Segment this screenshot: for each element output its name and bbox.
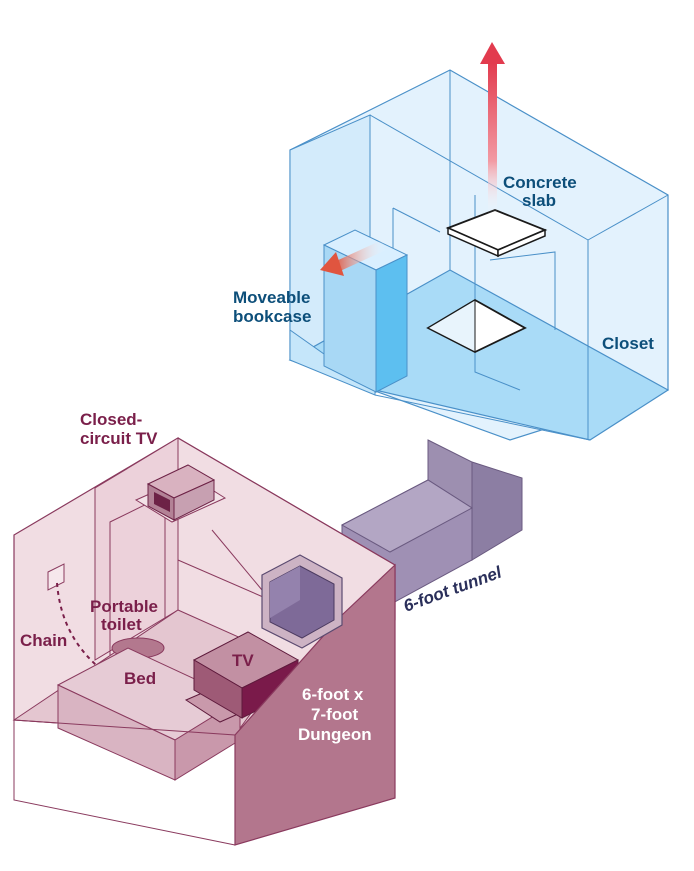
dungeon-front-wall [13,437,396,846]
label-dungeon-3: Dungeon [298,725,372,744]
cctv-camera [134,464,227,523]
label-toilet-1: Portable [90,597,158,616]
label-moveable-bookcase-1: Moveable [233,288,310,307]
label-dungeon-2: 7-foot [311,705,359,724]
label-moveable-bookcase-2: bookcase [233,307,311,326]
label-cctv-1: Closed- [80,410,142,429]
label-dungeon-1: 6-foot x [302,685,364,704]
label-toilet-2: toilet [101,615,142,634]
slide-arrow [320,240,386,276]
label-closet: Closet [602,334,654,353]
label-chain: Chain [20,631,67,650]
concrete-slab [445,209,548,258]
label-bed: Bed [124,669,156,688]
floor-hole [426,298,527,354]
lift-arrow [480,42,505,214]
tunnel-opening [261,554,343,649]
label-concrete-slab-1: Concrete [503,173,577,192]
label-concrete-slab-2: slab [522,191,556,210]
chain [47,563,109,676]
label-tv: TV [232,651,254,670]
label-cctv-2: circuit TV [80,429,158,448]
